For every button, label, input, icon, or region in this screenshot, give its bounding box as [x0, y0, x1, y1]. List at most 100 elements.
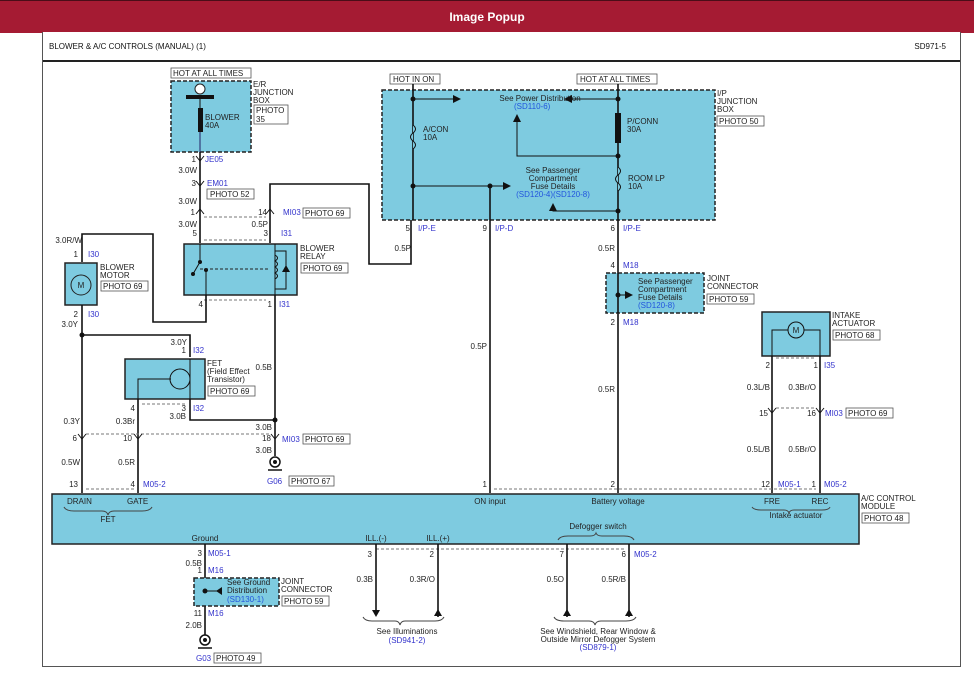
joint-name: JOINT — [281, 577, 304, 586]
connector-id: EM01 — [207, 179, 228, 188]
pin-number: 5 — [193, 229, 198, 238]
connector-id: M16 — [208, 609, 224, 618]
pass-fuse-text: Compartment — [529, 174, 578, 183]
pin-number: 1 — [268, 300, 273, 309]
wire-label: 0.3Y — [64, 417, 81, 426]
pin-label: FRE — [764, 497, 780, 506]
fuse-rating: 10A — [628, 182, 643, 191]
joint-text: See Ground — [227, 578, 270, 587]
bus-bar-icon — [186, 95, 214, 99]
joint-link[interactable]: (SD120-8) — [638, 301, 675, 310]
wire-label: 3.0B — [256, 423, 272, 432]
wire-label: 3.0B — [256, 446, 272, 455]
actuator-name: ACTUATOR — [832, 319, 875, 328]
fuse-name: ROOM LP — [628, 174, 665, 183]
photo-label: PHOTO 69 — [848, 409, 888, 418]
motor-symbol: M — [793, 326, 800, 335]
pin-number: 4 — [611, 261, 616, 270]
pin-label: GATE — [127, 497, 148, 506]
pin-number: 3 — [368, 550, 373, 559]
diagram-code: SD971-5 — [914, 42, 946, 51]
photo-label: PHOTO 50 — [719, 117, 759, 126]
pin-number: 3 — [192, 179, 197, 188]
pin-label: DRAIN — [67, 497, 92, 506]
joint-text: Distribution — [227, 586, 267, 595]
pin-number: 6 — [73, 434, 78, 443]
pin-number: 1 — [191, 208, 196, 217]
pin-number: 16 — [807, 409, 816, 418]
wire-label: 0.5B — [256, 363, 272, 372]
connector-id: I32 — [193, 404, 205, 413]
wire-label: 0.5R/B — [602, 575, 626, 584]
connector-id: M16 — [208, 566, 224, 575]
pin-number: 1 — [192, 155, 197, 164]
wire-label: 0.5P — [395, 244, 411, 253]
fet-name: (Field Effect — [207, 367, 250, 376]
wire-fet-feed — [82, 334, 191, 357]
ground-g03: G03 PHOTO 49 — [196, 634, 262, 664]
wire-label: 0.5R — [598, 244, 615, 253]
pin-label: Battery voltage — [591, 497, 645, 506]
wire-label: 0.5R — [118, 458, 135, 467]
pin-number: 1 — [812, 480, 817, 489]
joint-link[interactable]: (SD130-1) — [227, 595, 264, 604]
wire-label: 0.3Br/O — [788, 383, 816, 392]
pin-number: 2 — [611, 318, 616, 327]
pass-fuse-link[interactable]: (SD120-4)(SD120-8) — [516, 190, 590, 199]
er-box-name: JUNCTION — [253, 88, 294, 97]
fuse-icon — [410, 124, 416, 150]
bracket-icon — [63, 506, 153, 516]
pin-number: 12 — [761, 480, 770, 489]
fet-transistor: FET (Field Effect Transistor) PHOTO 69 4… — [124, 358, 256, 421]
connector-id: M05-2 — [634, 550, 657, 559]
ref-text: See Windshield, Rear Window & — [540, 627, 656, 636]
photo-label: PHOTO 59 — [284, 597, 324, 606]
popup-titlebar: Image Popup — [0, 0, 974, 33]
bracket-icon — [751, 506, 831, 515]
wire-label: 3.0Y — [62, 320, 79, 329]
hot-label: HOT AT ALL TIMES — [173, 69, 243, 78]
er-junction-box: HOT AT ALL TIMES BLOWER 40A E/R JUNCTION… — [170, 67, 294, 158]
power-dist-link[interactable]: (SD110-6) — [514, 102, 551, 111]
wire-relay-to-motor — [81, 233, 207, 323]
connector-id: M05-1 — [208, 549, 231, 558]
pin-number: 1 — [814, 361, 819, 370]
joint-connector-m16: See Ground Distribution (SD130-1) JOINT … — [193, 577, 333, 607]
wire-label: 2.0B — [186, 621, 202, 630]
fuse-icon — [198, 108, 203, 132]
joint-name: CONNECTOR — [707, 282, 759, 291]
er-box-name: E/R — [253, 80, 267, 89]
motor-name: BLOWER — [100, 263, 135, 272]
defog-link[interactable]: (SD879-1) — [580, 643, 617, 652]
pin-number: 3 — [264, 229, 269, 238]
pin-label: REC — [812, 497, 829, 506]
pin-number: 1 — [74, 250, 79, 259]
wire-label: 0.3R/O — [410, 575, 435, 584]
ip-box-name: BOX — [717, 105, 735, 114]
photo-label: PHOTO 69 — [103, 282, 143, 291]
wire-label: 3.0Y — [171, 338, 188, 347]
fet-name: FET — [207, 359, 222, 368]
connector-id: I35 — [824, 361, 836, 370]
relay-name: BLOWER — [300, 244, 335, 253]
connector-mi03-mid: 6 10 18 MI03 PHOTO 69 — [73, 433, 351, 445]
pin-number: 6 — [622, 550, 627, 559]
actuator-name: INTAKE — [832, 311, 860, 320]
arrow-up-icon — [434, 609, 442, 616]
pin-number: 5 — [406, 224, 411, 233]
ground-g06: G06 PHOTO 67 — [267, 456, 335, 487]
diode-icon — [282, 265, 290, 272]
pin-label: ON input — [474, 497, 506, 506]
module-name: MODULE — [861, 502, 895, 511]
fuse-rating: 10A — [423, 133, 438, 142]
pin-number: 13 — [69, 480, 78, 489]
connector-id: M05-1 — [778, 480, 801, 489]
illum-link[interactable]: (SD941-2) — [389, 636, 426, 645]
pin-number: 18 — [262, 434, 271, 443]
wire-label: 0.5P — [471, 342, 487, 351]
pin-number: 4 — [131, 404, 136, 413]
pin-number: 7 — [560, 550, 565, 559]
pin-number: 2 — [766, 361, 771, 370]
ref-text: Outside Mirror Defogger System — [541, 635, 656, 644]
